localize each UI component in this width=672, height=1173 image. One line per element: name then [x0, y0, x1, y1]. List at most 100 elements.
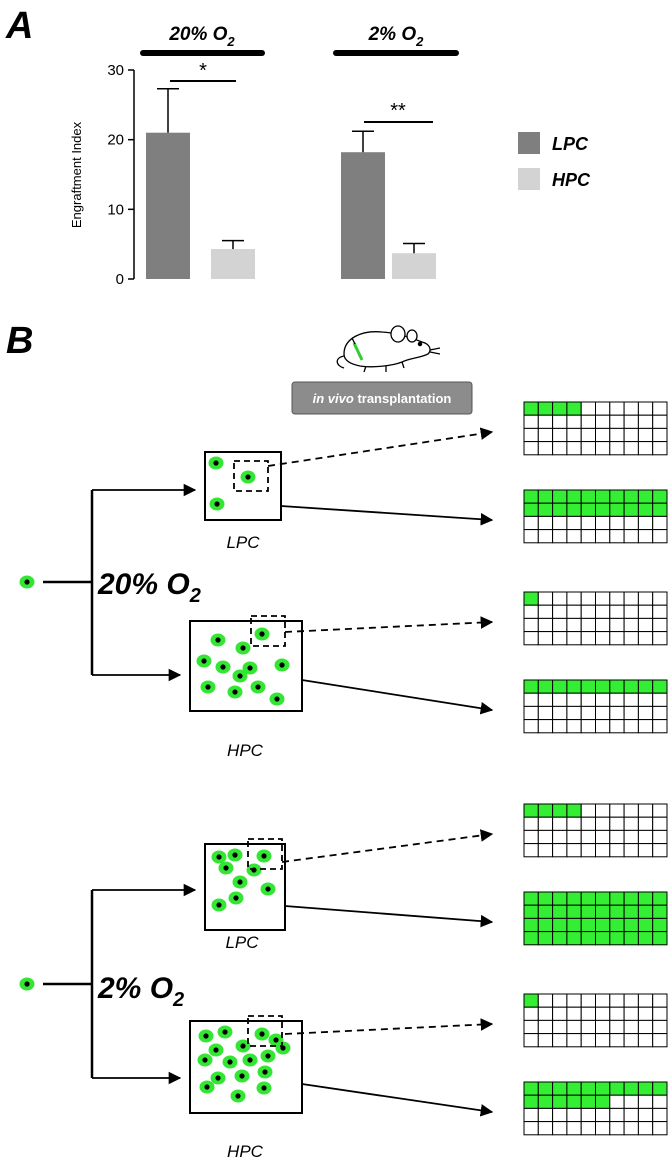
- grid-cell: [566, 829, 582, 845]
- grid-cell: [552, 617, 568, 633]
- grid-cell: [523, 816, 539, 831]
- grid-cell: [580, 1081, 597, 1096]
- conditions: [19, 401, 668, 1136]
- grid-cell: [566, 427, 582, 443]
- grid-cell: [652, 1107, 668, 1123]
- grid-cell: [652, 1006, 668, 1021]
- significance-2pct: **: [364, 100, 433, 123]
- grid-cell: [623, 1094, 639, 1109]
- legend: LPC HPC: [518, 132, 591, 190]
- grid-cell: [537, 427, 554, 443]
- svg-text:2% O2: 2% O2: [368, 24, 425, 49]
- solid-transplant-arrow: [301, 679, 494, 715]
- grid-cell: [552, 427, 568, 443]
- bar-lpc: [341, 152, 385, 279]
- grid-cell: [623, 1019, 639, 1035]
- grid-cell: [637, 692, 654, 707]
- grid-cell: [566, 529, 582, 544]
- grid-cell: [552, 515, 568, 531]
- grid-cell: [537, 843, 554, 858]
- grid-cell: [580, 427, 597, 443]
- grid-cell: [566, 904, 582, 919]
- grid-cell: [652, 604, 668, 619]
- grid-cell: [580, 401, 597, 416]
- group-header-2pct: 2% O2: [333, 24, 459, 56]
- grid-cell: [537, 401, 554, 416]
- grid-cell: [623, 401, 639, 416]
- grid-cell: [580, 904, 597, 919]
- grid-cell: [609, 515, 625, 531]
- grid-cell: [566, 617, 582, 633]
- grid-cell: [537, 414, 554, 429]
- grid-cell: [595, 1019, 611, 1035]
- condition-label-2pct: 2% O2: [97, 972, 184, 1011]
- y-axis-label: Engraftment Index: [69, 121, 84, 228]
- subset-dashed-box: [247, 838, 283, 870]
- grid-cell: [652, 617, 668, 633]
- grid-cell: [595, 591, 611, 606]
- engraftment-grid: [523, 993, 668, 1048]
- grid-cell: [566, 1006, 582, 1021]
- grid-cell: [537, 719, 554, 734]
- grid-cell: [623, 502, 639, 517]
- grid-cell: [580, 891, 597, 906]
- grid-cell: [595, 843, 611, 858]
- grid-cell: [623, 414, 639, 429]
- grid-cell: [566, 1094, 582, 1109]
- grid-cell: [537, 917, 554, 933]
- grid-cell: [623, 679, 639, 694]
- cell-nucleus: [213, 460, 219, 466]
- grid-cell: [537, 803, 554, 818]
- grid-cell: [595, 427, 611, 443]
- grid-cell: [623, 441, 639, 456]
- dashed-transplant-arrow: [281, 829, 494, 863]
- significance-marker: **: [390, 100, 406, 122]
- grid-cell: [523, 604, 539, 619]
- grid-cell: [523, 591, 539, 606]
- population-lpc: [92, 401, 668, 544]
- grid-cell: [537, 502, 554, 517]
- grid-cell: [523, 1094, 539, 1109]
- grid-cell: [595, 1107, 611, 1123]
- cell-nucleus: [215, 637, 221, 643]
- grid-cell: [623, 617, 639, 633]
- grid-cell: [523, 829, 539, 845]
- cell-nucleus: [255, 684, 261, 690]
- grid-cell: [566, 917, 582, 933]
- grid-cell: [623, 1081, 639, 1096]
- cell-nucleus: [204, 1084, 210, 1090]
- grid-cell: [552, 1006, 568, 1021]
- cell-nucleus: [232, 852, 238, 858]
- cell-nucleus: [261, 1085, 267, 1091]
- grid-cell: [623, 529, 639, 544]
- y-tick-label: 10: [107, 201, 124, 218]
- legend-swatch-lpc: [518, 132, 540, 154]
- y-tick-label: 30: [107, 62, 124, 79]
- grid-cell: [580, 1107, 597, 1123]
- grid-cell: [552, 904, 568, 919]
- grid-cell: [537, 515, 554, 531]
- grid-cell: [609, 441, 625, 456]
- grid-cell: [652, 414, 668, 429]
- grid-cell: [652, 1019, 668, 1035]
- transplant-label-rest: transplantation: [354, 391, 452, 406]
- grid-cell: [552, 441, 568, 456]
- grid-cell: [523, 891, 539, 906]
- grid-cell: [580, 803, 597, 818]
- cell-nucleus: [262, 1069, 268, 1075]
- grid-cell: [637, 904, 654, 919]
- grid-cell: [523, 515, 539, 531]
- condition-2pct: [19, 803, 668, 1136]
- cell-nucleus: [222, 1029, 228, 1035]
- grid-cell: [623, 427, 639, 443]
- grid-cell: [523, 904, 539, 919]
- grid-cell: [566, 414, 582, 429]
- grid-cell: [523, 489, 539, 504]
- grid-cell: [537, 1006, 554, 1021]
- grid-cell: [609, 1081, 625, 1096]
- cell-nucleus: [216, 902, 222, 908]
- grid-cell: [652, 529, 668, 544]
